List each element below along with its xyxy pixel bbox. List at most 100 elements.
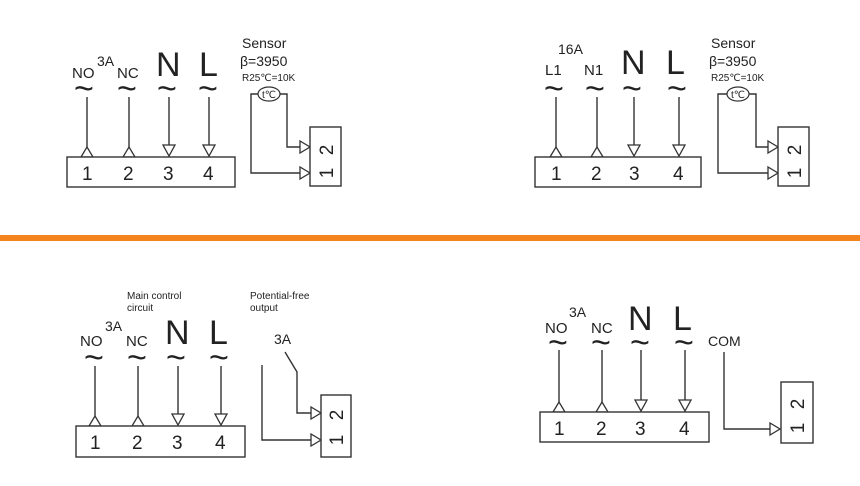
ac-tilde-icon: ~ — [667, 70, 687, 108]
terminal-label-l: L — [199, 46, 218, 84]
relay-terminal-block — [320, 394, 352, 458]
relay-wire-1 — [261, 365, 311, 441]
section-divider — [0, 235, 860, 241]
arrow-down-icon — [213, 413, 229, 427]
note-potential-free: output — [250, 303, 278, 314]
terminal-block — [539, 411, 710, 443]
terminal-label-l: L — [673, 300, 692, 338]
thermistor-label: t℃ — [731, 90, 745, 101]
terminal-number: 2 — [785, 145, 806, 156]
terminal-number: 2 — [123, 164, 134, 185]
terminal-number: 4 — [203, 164, 214, 185]
terminal-number: 2 — [591, 164, 602, 185]
rating-label: 3A — [97, 53, 115, 69]
terminal-number: 3 — [163, 164, 174, 185]
com-terminal-block — [780, 381, 814, 444]
terminal-block — [534, 156, 702, 188]
sensor-wire-2 — [749, 93, 768, 148]
terminal-block — [75, 425, 246, 458]
diagram-top-right: 16A L1 N1 N L ~ ~ ~ ~ 1 2 3 4 Sensor β=3… — [534, 35, 810, 188]
sensor-spec: R25℃=10K — [242, 73, 296, 84]
ac-tilde-icon: ~ — [630, 324, 650, 362]
ac-tilde-icon: ~ — [622, 70, 642, 108]
terminal-number: 1 — [90, 433, 101, 454]
ac-tilde-icon: ~ — [84, 339, 104, 377]
ac-tilde-icon: ~ — [548, 324, 568, 362]
arrow-right-icon — [299, 139, 312, 155]
arrow-right-icon — [310, 405, 323, 421]
arrow-down-icon — [677, 399, 693, 413]
sensor-spec: R25℃=10K — [711, 73, 765, 84]
terminal-label-nc: NC — [117, 65, 139, 82]
sensor-title: Sensor — [711, 35, 756, 51]
terminal-number: 4 — [673, 164, 684, 185]
ac-tilde-icon: ~ — [209, 339, 229, 377]
sensor-terminal-block — [309, 126, 342, 187]
terminal-label-nc: NC — [126, 333, 148, 350]
terminal-number: 1 — [317, 168, 338, 179]
terminal-label-no: NO — [80, 333, 103, 350]
ac-tilde-icon: ~ — [74, 70, 94, 108]
sensor-beta: β=3950 — [709, 53, 757, 69]
arrow-down-icon — [633, 399, 649, 413]
terminal-number: 2 — [788, 399, 809, 410]
note-potential-free: Potential-free — [250, 291, 310, 302]
diagram-bottom-right: 3A NO NC N L COM ~ ~ ~ ~ 1 2 3 4 2 1 — [539, 300, 814, 444]
sensor-terminal-block — [777, 126, 810, 187]
sensor-wire-2 — [280, 93, 300, 148]
arrow-up-icon — [87, 414, 103, 427]
arrow-up-icon — [130, 414, 146, 427]
arrow-up-icon — [121, 145, 137, 158]
sensor-wire-1 — [250, 93, 300, 174]
arrow-up-icon — [551, 400, 567, 413]
arrow-down-icon — [201, 144, 217, 158]
arrow-down-icon — [161, 144, 177, 158]
terminal-label-l: L — [209, 314, 228, 352]
terminal-number: 1 — [551, 164, 562, 185]
com-wire — [723, 352, 772, 430]
terminal-block — [66, 156, 236, 188]
diagram-top-left: 3A NO NC N L ~ ~ ~ ~ 1 2 3 4 Sensor β=39… — [66, 35, 342, 188]
sensor-beta: β=3950 — [240, 53, 288, 69]
ac-tilde-icon: ~ — [117, 70, 137, 108]
relay-switch-contact — [284, 351, 311, 414]
arrow-down-icon — [671, 144, 687, 158]
ac-tilde-icon: ~ — [157, 70, 177, 108]
ac-tilde-icon: ~ — [674, 324, 694, 362]
arrow-down-icon — [626, 144, 642, 158]
terminal-number: 2 — [327, 410, 348, 421]
terminal-label-no: NO — [545, 320, 568, 337]
relay-rating: 3A — [274, 331, 292, 347]
sensor-title: Sensor — [242, 35, 287, 51]
terminal-label-n: N — [156, 46, 181, 84]
arrow-right-icon — [767, 139, 780, 155]
arrow-right-icon — [299, 165, 312, 181]
arrow-right-icon — [769, 421, 782, 437]
note-main-control: Main control — [127, 291, 181, 302]
terminal-label-no: NO — [72, 65, 95, 82]
terminal-number: 1 — [785, 168, 806, 179]
terminal-number: 2 — [596, 419, 607, 440]
terminal-number: 2 — [132, 433, 143, 454]
terminal-label-n1: N1 — [584, 62, 603, 79]
terminal-label-l: L — [666, 44, 685, 82]
arrow-up-icon — [548, 145, 564, 158]
ac-tilde-icon: ~ — [166, 339, 186, 377]
terminal-number: 1 — [788, 423, 809, 434]
rating-label: 3A — [569, 304, 587, 320]
ac-tilde-icon: ~ — [585, 70, 605, 108]
ac-tilde-icon: ~ — [198, 70, 218, 108]
ac-tilde-icon: ~ — [127, 339, 147, 377]
rating-label: 16A — [558, 41, 584, 57]
terminal-number: 3 — [172, 433, 183, 454]
terminal-number: 4 — [215, 433, 226, 454]
note-main-control: circuit — [127, 303, 153, 314]
terminal-number: 3 — [629, 164, 640, 185]
com-label: COM — [708, 333, 741, 349]
terminal-label-n: N — [628, 300, 653, 338]
arrow-up-icon — [79, 145, 95, 158]
terminal-label-l1: L1 — [545, 62, 562, 79]
terminal-number: 1 — [327, 435, 348, 446]
arrow-up-icon — [589, 145, 605, 158]
